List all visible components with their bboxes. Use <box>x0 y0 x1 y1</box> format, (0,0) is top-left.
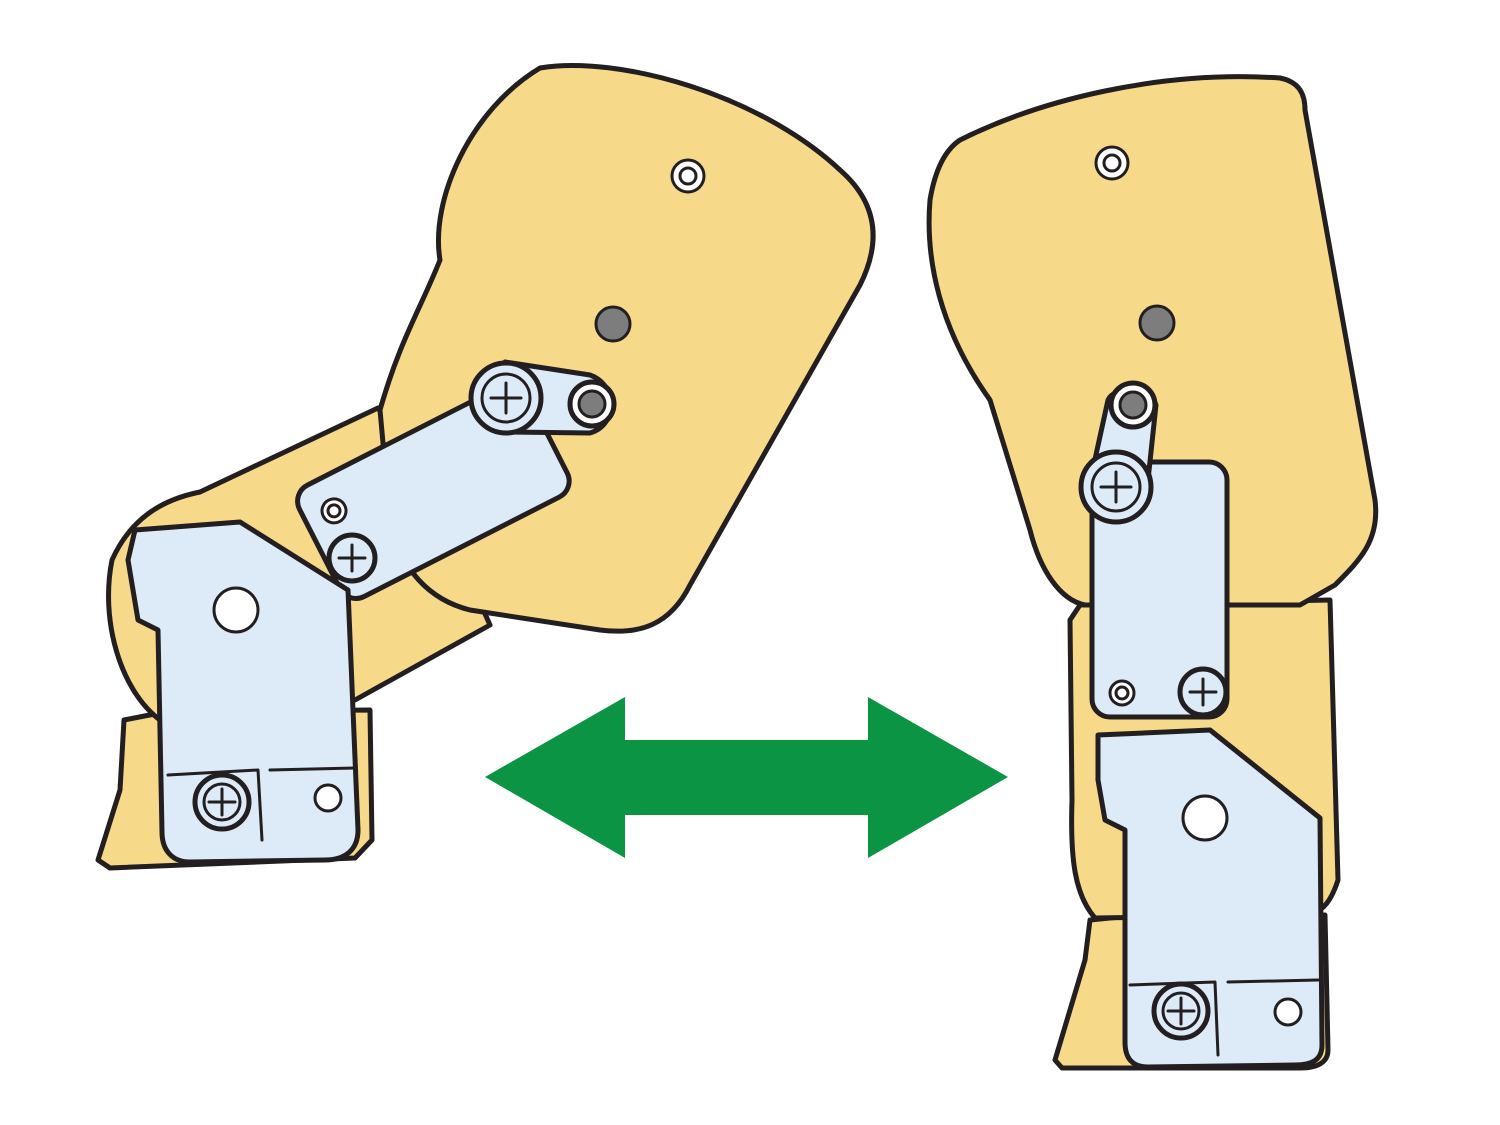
double-headed-arrow-icon <box>485 697 1008 858</box>
phillips-screw-icon <box>326 532 378 584</box>
right-bracket-slot <box>1128 978 1320 1057</box>
right-link-plate <box>1089 459 1230 720</box>
left-bracket-hole <box>212 586 260 634</box>
left-assembly-flexed <box>95 63 876 871</box>
phillips-screw-icon <box>1151 981 1211 1041</box>
right-thigh-hole-inner <box>1102 153 1122 173</box>
right-thigh-pin <box>1138 304 1176 342</box>
right-assembly-extended <box>926 74 1379 1071</box>
right-link-plate-hole-inner <box>1114 685 1130 701</box>
left-lower-bracket <box>125 519 361 865</box>
left-thigh-hole-inner <box>678 166 698 186</box>
phillips-screw-icon <box>1177 666 1229 718</box>
left-bracket-slot <box>166 766 357 842</box>
right-bracket-hole <box>1181 794 1229 842</box>
left-thigh-pin <box>594 305 632 343</box>
right-bracket-small-hole <box>1273 997 1303 1027</box>
right-link-arm <box>1078 380 1159 525</box>
phillips-screw-icon <box>192 772 252 832</box>
left-link-arm <box>468 359 617 436</box>
left-bracket-small-hole <box>313 783 343 813</box>
